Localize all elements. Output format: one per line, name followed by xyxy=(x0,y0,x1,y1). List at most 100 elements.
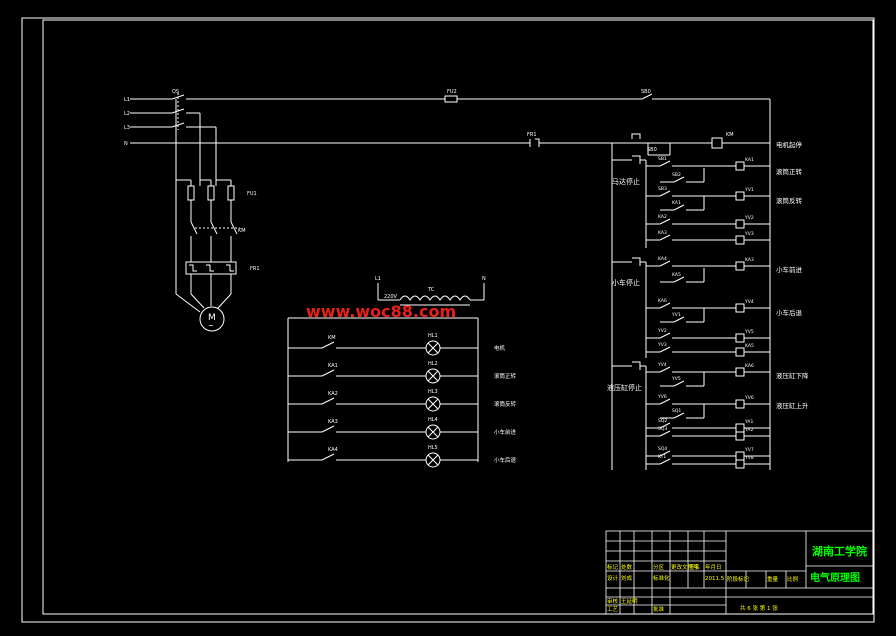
contact xyxy=(659,160,671,167)
lamp-function-label: 小车后退 xyxy=(494,456,517,464)
output-label-cart-back: 小车后退 xyxy=(776,308,803,317)
coil-label: YV1 xyxy=(744,187,754,193)
lamp-contact-label: KA4 xyxy=(328,447,338,453)
ladder-rung: KA5 YV3 xyxy=(646,342,770,357)
contact xyxy=(659,430,671,437)
lamp-cross xyxy=(427,454,439,466)
contact xyxy=(659,366,671,373)
coil-icon xyxy=(735,431,745,441)
ladder-rung: YA1 SQ2 xyxy=(646,418,770,433)
contact-label: SB1 xyxy=(658,156,667,162)
contact xyxy=(659,332,671,339)
contact xyxy=(673,412,685,419)
contact xyxy=(673,380,685,387)
coil-label: YV5 xyxy=(744,329,754,335)
contact xyxy=(321,397,335,405)
label-l2: L2 xyxy=(124,111,130,117)
control-rows: KA1SB1SB2YV1SB3KA1YV2KA2YV3KA3KA3KA4KA5Y… xyxy=(612,155,770,470)
contact-label: YV1 xyxy=(671,312,681,318)
contact xyxy=(321,453,335,461)
lamp-cross xyxy=(427,426,439,438)
coil-icon xyxy=(735,235,745,245)
contact xyxy=(673,204,685,211)
coil-label: YA1 xyxy=(744,419,753,425)
contact xyxy=(673,316,685,323)
lamp-id-label: HL3 xyxy=(428,389,438,395)
lamp-function-label: 滚筒正转 xyxy=(494,372,517,380)
contact xyxy=(321,341,335,349)
contact-label: KA3 xyxy=(658,230,667,236)
label-sb0: SB0 xyxy=(641,89,651,95)
lamp-contact-label: KM xyxy=(328,335,336,341)
tb-design: 设计 xyxy=(607,574,619,582)
lamp-id-label: HL2 xyxy=(428,361,438,367)
contact-label: SQ2 xyxy=(658,418,667,424)
stop-km: SB0 xyxy=(647,147,657,153)
coil-icon xyxy=(735,367,745,377)
label-n: N xyxy=(124,141,128,147)
tb-craft: 工艺 xyxy=(607,606,619,613)
tb-designer: 刘成 xyxy=(621,574,633,582)
coil-icon xyxy=(735,303,745,313)
contact-label: YV3 xyxy=(657,342,667,348)
contact-label: KT1 xyxy=(658,454,666,460)
contact-label: SQ1 xyxy=(672,408,681,414)
contact-label: SQ3 xyxy=(658,426,667,432)
contact-label: YV6 xyxy=(657,394,667,400)
tb-design-date: 2011.5 xyxy=(705,576,725,582)
label-l1: L1 xyxy=(124,97,130,103)
lamp-id-label: HL4 xyxy=(428,417,438,423)
power-circuit xyxy=(130,93,771,470)
contact xyxy=(659,422,671,429)
output-label-cart-fwd: 小车前进 xyxy=(776,265,803,274)
coil-icon xyxy=(735,423,745,433)
contact-label: YV4 xyxy=(657,362,667,368)
tb-mark: 标记 xyxy=(607,563,619,571)
output-label-cyl-up: 液压缸上升 xyxy=(776,401,809,410)
ladder-rung: KA5 xyxy=(660,268,705,283)
lamp-contact-label: KA1 xyxy=(328,363,338,369)
tb-approve: 批准 xyxy=(653,605,665,613)
contact xyxy=(321,369,335,377)
coil-icon xyxy=(735,261,745,271)
coil-label: YV7 xyxy=(744,447,754,453)
contact xyxy=(659,450,671,457)
lamp-id-label: HL1 xyxy=(428,333,438,339)
ladder-rung: KA1 xyxy=(660,196,705,211)
coil-label: KA5 xyxy=(745,343,754,349)
tb-sheet: 共 6 张 第 1 张 xyxy=(740,604,778,612)
label-fu1: FU1 xyxy=(247,191,257,197)
label-fr1-contact: FR1 xyxy=(527,132,537,138)
tb-zone: 分区 xyxy=(653,563,665,571)
tb-weight: 重量 xyxy=(767,575,779,583)
ladder-rung: YV5 xyxy=(660,372,705,387)
contact xyxy=(321,425,335,433)
tb-count: 处数 xyxy=(621,563,633,571)
label-fr1: FR1 xyxy=(250,266,260,272)
coil-icon xyxy=(735,347,745,357)
tb-drawing-name: 电气原理图 xyxy=(810,571,860,584)
contact xyxy=(673,176,685,183)
tb-change: 更改文件号 xyxy=(671,563,699,571)
contact-label: SB2 xyxy=(672,172,681,178)
title-block xyxy=(605,530,874,615)
contact-label: KA2 xyxy=(658,214,667,220)
contact-label: SQ4 xyxy=(658,446,667,452)
label-fu2: FU2 xyxy=(447,89,457,95)
transformer-right: N xyxy=(482,276,486,282)
contact xyxy=(659,302,671,309)
coil-icon xyxy=(735,191,745,201)
contact xyxy=(659,346,671,353)
coil-icon xyxy=(735,333,745,343)
transformer-tc: TC xyxy=(427,287,435,293)
coil-label: KA3 xyxy=(745,257,754,263)
contact xyxy=(659,260,671,267)
